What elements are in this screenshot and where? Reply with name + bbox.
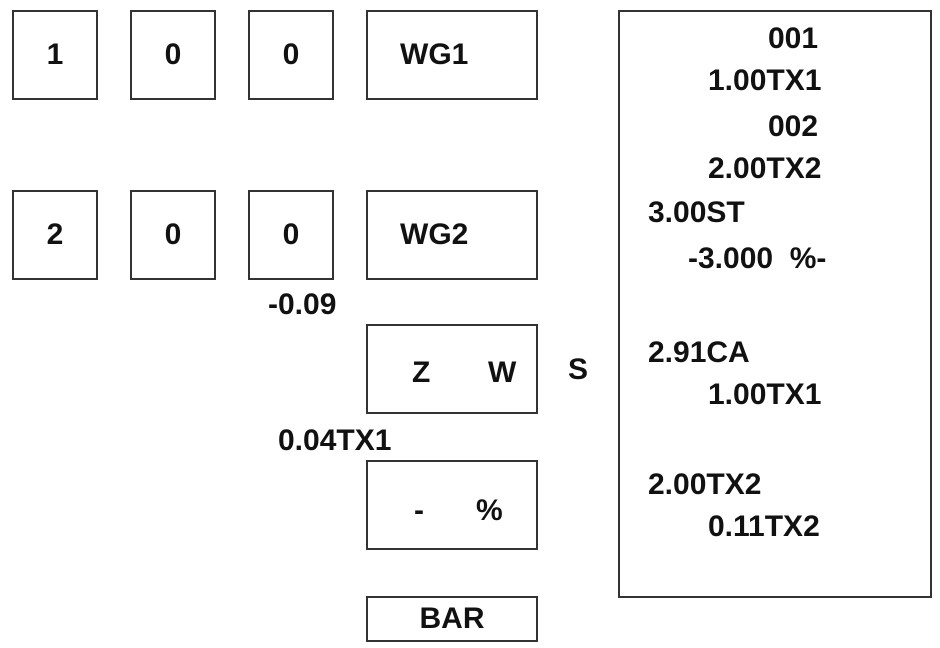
- key-1[interactable]: 1: [12, 10, 98, 100]
- bar-key[interactable]: BAR: [366, 596, 538, 642]
- receipt-paper: 001 1.00TX1 002 2.00TX2 3.00ST -3.000 %-…: [618, 10, 932, 598]
- dept-key-wg1[interactable]: WG1: [366, 10, 538, 100]
- key-label: 0: [282, 218, 300, 251]
- key-2[interactable]: 2: [12, 190, 98, 280]
- key-label: 0: [282, 38, 300, 71]
- percent-minus-key[interactable]: - %: [366, 460, 538, 550]
- key-0[interactable]: 0: [130, 190, 216, 280]
- key-label: WG1: [400, 38, 469, 71]
- receipt-line: 0.11TX2: [708, 510, 820, 543]
- receipt-line: 002: [768, 110, 819, 143]
- receipt-line: 001: [768, 22, 819, 55]
- percent-label: %: [476, 494, 503, 527]
- discount-value: -0.09: [268, 288, 337, 321]
- minus-label: -: [414, 494, 424, 527]
- key-label: 2: [46, 218, 64, 251]
- receipt-line: 3.00ST: [648, 196, 745, 229]
- key-0[interactable]: 0: [130, 10, 216, 100]
- dept-key-wg2[interactable]: WG2: [366, 190, 538, 280]
- s-label: S: [568, 353, 589, 386]
- receipt-line: 2.00TX2: [648, 468, 762, 501]
- receipt-line: 1.00TX1: [708, 64, 822, 97]
- key-label: 1: [46, 38, 64, 71]
- w-label: W: [488, 356, 517, 389]
- key-label: 0: [164, 38, 182, 71]
- receipt-line: 1.00TX1: [708, 378, 822, 411]
- z-label: Z: [412, 356, 431, 389]
- key-0[interactable]: 0: [248, 10, 334, 100]
- receipt-line: 2.91CA: [648, 336, 750, 369]
- key-0[interactable]: 0: [248, 190, 334, 280]
- receipt-line: -3.000 %-: [688, 242, 827, 275]
- key-label: WG2: [400, 218, 469, 251]
- receipt-line: 2.00TX2: [708, 152, 822, 185]
- tax-line: 0.04TX1: [278, 424, 392, 457]
- key-label: BAR: [419, 602, 485, 635]
- key-label: 0: [164, 218, 182, 251]
- zw-key[interactable]: Z W: [366, 324, 538, 414]
